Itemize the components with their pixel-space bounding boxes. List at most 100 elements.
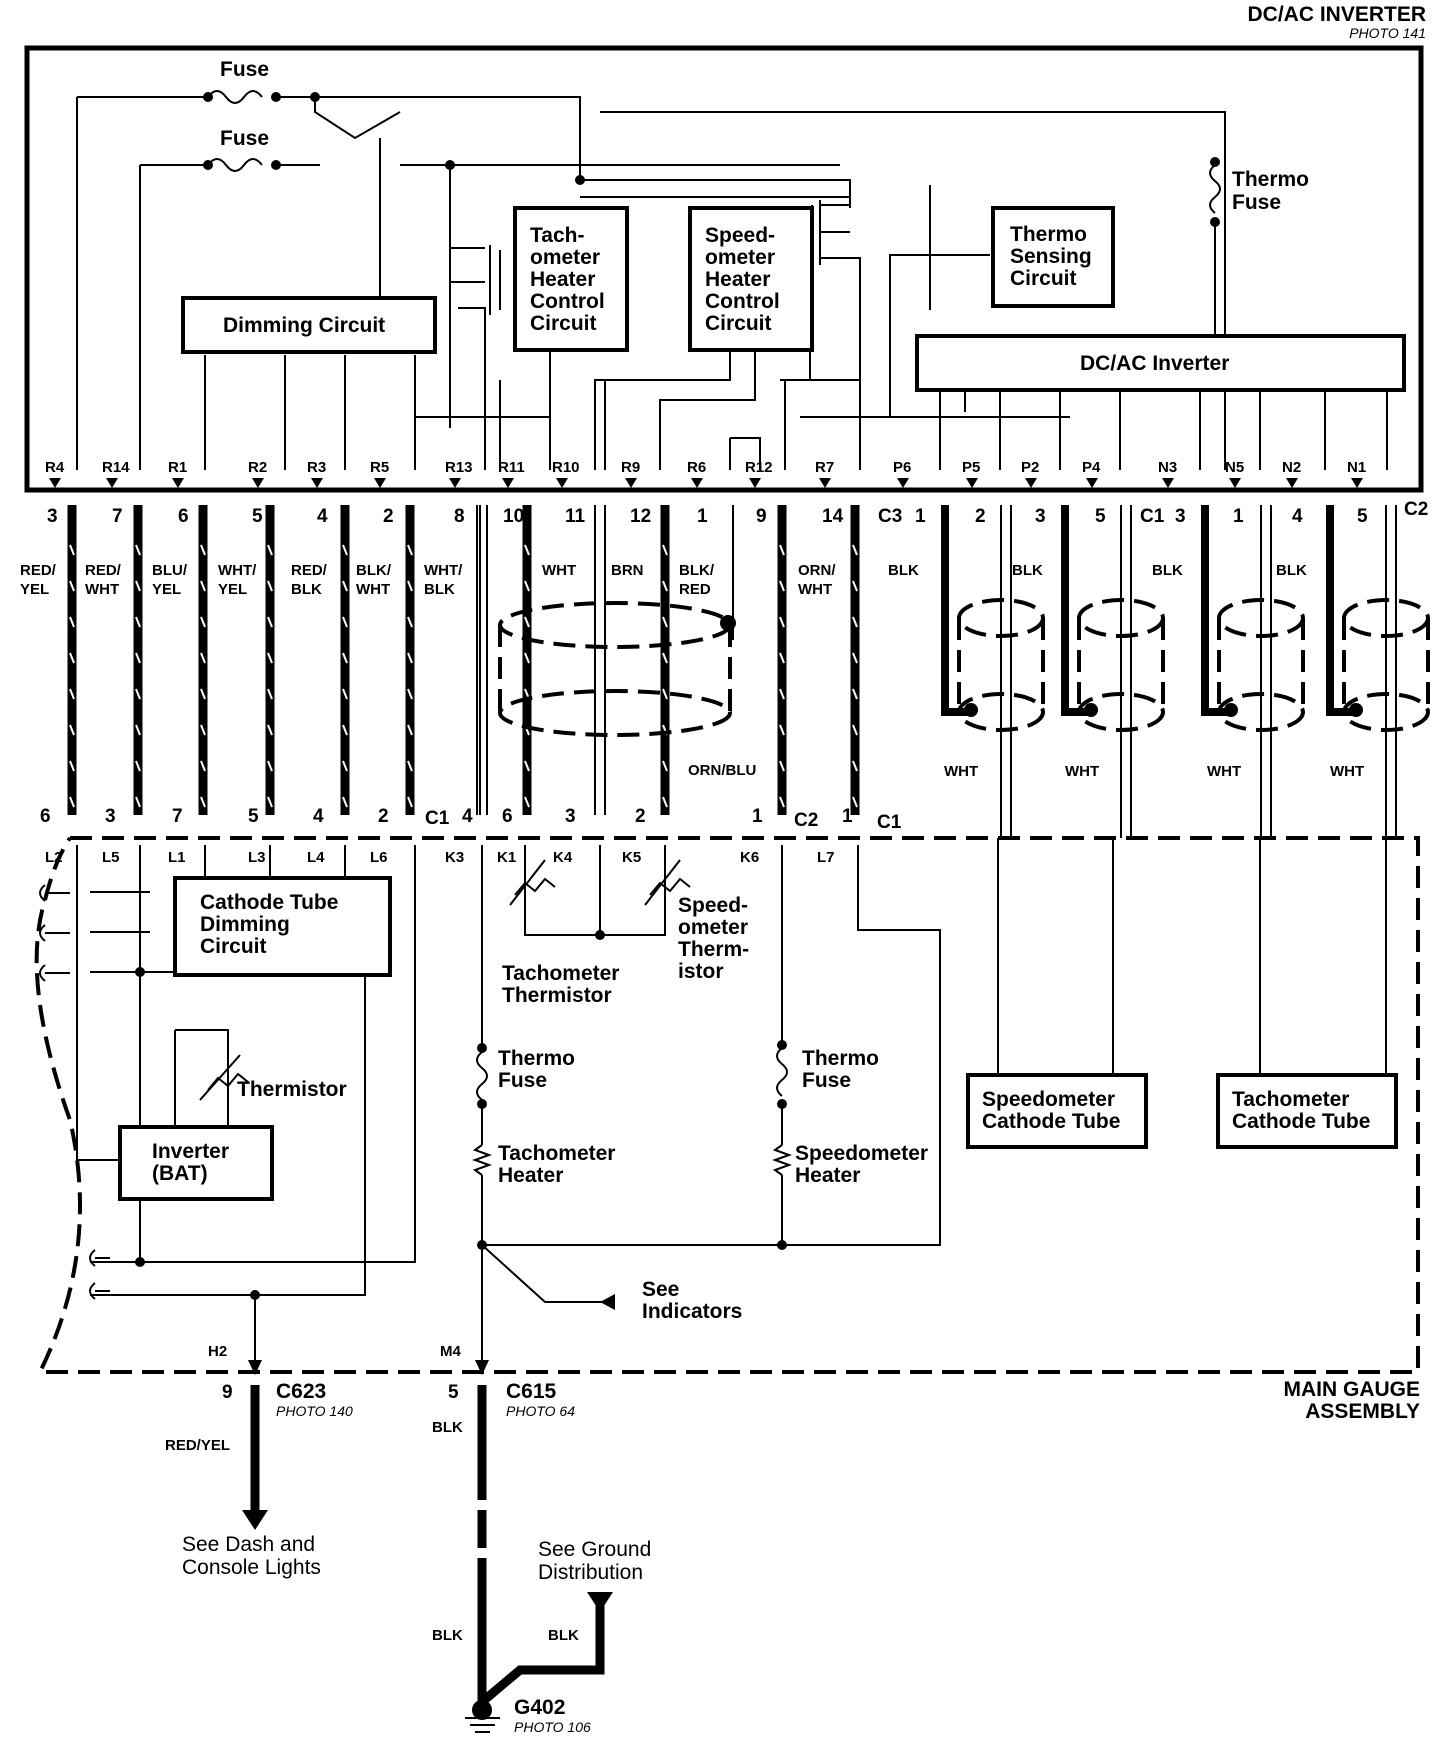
inverter-bat-box: Inverter (BAT) — [118, 1125, 274, 1201]
svg-text:BLK: BLK — [1012, 562, 1043, 579]
gauge-pin-l3: L3 — [248, 849, 266, 866]
arrow-icon — [475, 1360, 489, 1375]
connector-top-pin: 4 — [1292, 506, 1303, 527]
speedo-thermistor-label-3: Therm- — [678, 938, 749, 961]
speedo-thermistor-label-1: Speed- — [678, 894, 748, 917]
thermo-fuse-a-label-1: Thermo — [498, 1047, 575, 1070]
see-ground-label-1: See Ground — [538, 1538, 651, 1561]
arrow-icon — [749, 478, 761, 488]
tach-thermistor-label-2: Thermistor — [502, 984, 612, 1007]
gauge-pin-l2: L2 — [45, 849, 63, 866]
connector-bottom-pin: 1 — [752, 806, 763, 827]
svg-text:ORN/: ORN/ — [798, 562, 836, 579]
junction-dot — [135, 1257, 145, 1267]
thermo-fuse-b-label-1: Thermo — [802, 1047, 879, 1070]
main-gauge-label-1: MAIN GAUGE — [1284, 1378, 1421, 1401]
connector-c2-label: C2 — [1404, 499, 1428, 520]
arrow-icon — [625, 478, 637, 488]
speedo-heater-icon — [772, 1144, 792, 1176]
blk-label-2: BLK — [432, 1627, 463, 1644]
top-pin-n3: N3 — [1158, 459, 1177, 476]
c615-label: C615 — [506, 1380, 557, 1403]
top-pin-n5: N5 — [1225, 459, 1244, 476]
svg-text:Speedometer: Speedometer — [982, 1088, 1115, 1111]
gauge-pin-l7: L7 — [817, 849, 835, 866]
gauge-pin-k6: K6 — [740, 849, 759, 866]
thermo-fuse-label-1: Thermo — [1232, 168, 1309, 191]
see-dash-label-2: Console Lights — [182, 1556, 321, 1579]
connector-bottom-pin: 7 — [172, 806, 183, 827]
svg-text:WHT: WHT — [944, 763, 978, 780]
arrow-icon — [1351, 478, 1363, 488]
thermistor-icon — [199, 859, 691, 1101]
arrow-icon — [966, 478, 978, 488]
blk-label-3: BLK — [548, 1627, 579, 1644]
thermo-fuse-icon — [1209, 164, 1221, 214]
connector-bottom-pin: 2 — [378, 806, 389, 827]
svg-text:Tach-: Tach- — [530, 224, 584, 247]
connector-top-pin: 2 — [383, 506, 394, 527]
shields-right — [957, 598, 1430, 732]
svg-text:Heater: Heater — [705, 268, 770, 291]
fuse-2-node — [203, 160, 213, 170]
svg-text:Tachometer: Tachometer — [1232, 1088, 1349, 1111]
connector-top-pin: 3 — [1175, 506, 1186, 527]
arrow-icon — [172, 478, 184, 488]
g402-label: G402 — [514, 1696, 565, 1719]
junction-dot — [777, 1240, 787, 1250]
c615-pin: 5 — [448, 1382, 459, 1403]
arrow-icon — [1025, 478, 1037, 488]
junction-dot — [595, 930, 605, 940]
dimming-circuit-box: Dimming Circuit — [181, 296, 437, 354]
connector-top-pin: 3 — [47, 506, 58, 527]
arrow-icon — [502, 478, 514, 488]
fuse-1-node — [203, 92, 213, 102]
connector-top-pin: 12 — [630, 506, 651, 527]
top-pin-p6: P6 — [893, 459, 911, 476]
cathode-dimming-box: Cathode Tube Dimming Circuit — [173, 876, 392, 977]
arrow-icon — [556, 478, 568, 488]
svg-text:ometer: ometer — [530, 246, 600, 269]
connector-c1-label: C1 — [1140, 506, 1165, 527]
junction-dot — [777, 1040, 787, 1050]
main-gauge-outline — [34, 836, 1420, 1374]
top-pin-p5: P5 — [962, 459, 980, 476]
arrow-icon — [819, 478, 831, 488]
top-pin-p2: P2 — [1021, 459, 1039, 476]
tach-heater-label-1: Tachometer — [498, 1142, 615, 1165]
fuse-1-label: Fuse — [220, 58, 269, 81]
thermo-fuse-label-2: Fuse — [1232, 191, 1281, 214]
junction-dot — [1210, 157, 1220, 167]
gauge-pin-l5: L5 — [102, 849, 120, 866]
svg-text:(BAT): (BAT) — [152, 1162, 208, 1185]
transistor-icon — [489, 200, 821, 315]
connector-bottom-pin: 6 — [40, 806, 51, 827]
fuse-2-node-b — [271, 160, 281, 170]
connector-top-pin: 4 — [317, 506, 328, 527]
arrow-icon — [1286, 478, 1298, 488]
svg-text:Circuit: Circuit — [530, 312, 597, 335]
arrow-icon — [311, 478, 323, 488]
svg-text:RED/: RED/ — [85, 562, 122, 579]
tach-thermistor-label-1: Tachometer — [502, 962, 619, 985]
junction-dot — [310, 92, 320, 102]
svg-text:WHT/: WHT/ — [424, 562, 463, 579]
connector-top-pin: 5 — [1095, 506, 1106, 527]
gauge-pin-k4: K4 — [553, 849, 573, 866]
top-pin-r10: R10 — [552, 459, 580, 476]
pin-h2-label: H2 — [208, 1343, 227, 1360]
arrow-icon — [252, 478, 264, 488]
arrow-icon — [374, 478, 386, 488]
top-pin-r1: R1 — [168, 459, 187, 476]
svg-text:WHT: WHT — [1207, 763, 1241, 780]
svg-text:Circuit: Circuit — [200, 935, 267, 958]
connector-top-pin: 3 — [1035, 506, 1046, 527]
top-pin-n2: N2 — [1282, 459, 1301, 476]
svg-text:BLK: BLK — [424, 581, 455, 598]
arrow-icon — [49, 478, 61, 488]
pin-m4-label: M4 — [440, 1343, 461, 1360]
top-pin-r5: R5 — [370, 459, 389, 476]
svg-text:Circuit: Circuit — [1010, 267, 1077, 290]
